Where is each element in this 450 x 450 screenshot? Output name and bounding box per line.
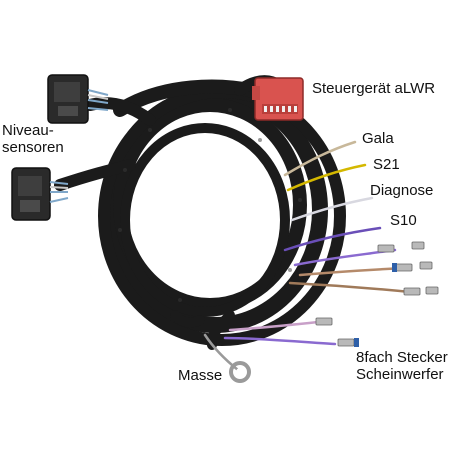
label-8fach-stecker: 8fach Stecker Scheinwerfer (356, 349, 448, 384)
blue-seals (354, 263, 397, 347)
ground-ring-terminal (229, 361, 251, 383)
sensor-connector-lower (11, 167, 69, 221)
cable-texture (118, 108, 302, 302)
terminal-pins (315, 241, 439, 347)
red-connector (252, 77, 304, 121)
label-niveausensoren: Niveau- sensoren (2, 122, 64, 157)
label-steuergeraet: Steuergerät aLWR (312, 80, 436, 97)
label-masse: Masse (178, 367, 223, 384)
label-gala: Gala (362, 130, 394, 147)
label-s21: S21 (373, 156, 400, 173)
sensor-connector-upper (47, 74, 109, 124)
label-diagnose: Diagnose (370, 182, 434, 199)
label-s10: S10 (390, 212, 417, 229)
